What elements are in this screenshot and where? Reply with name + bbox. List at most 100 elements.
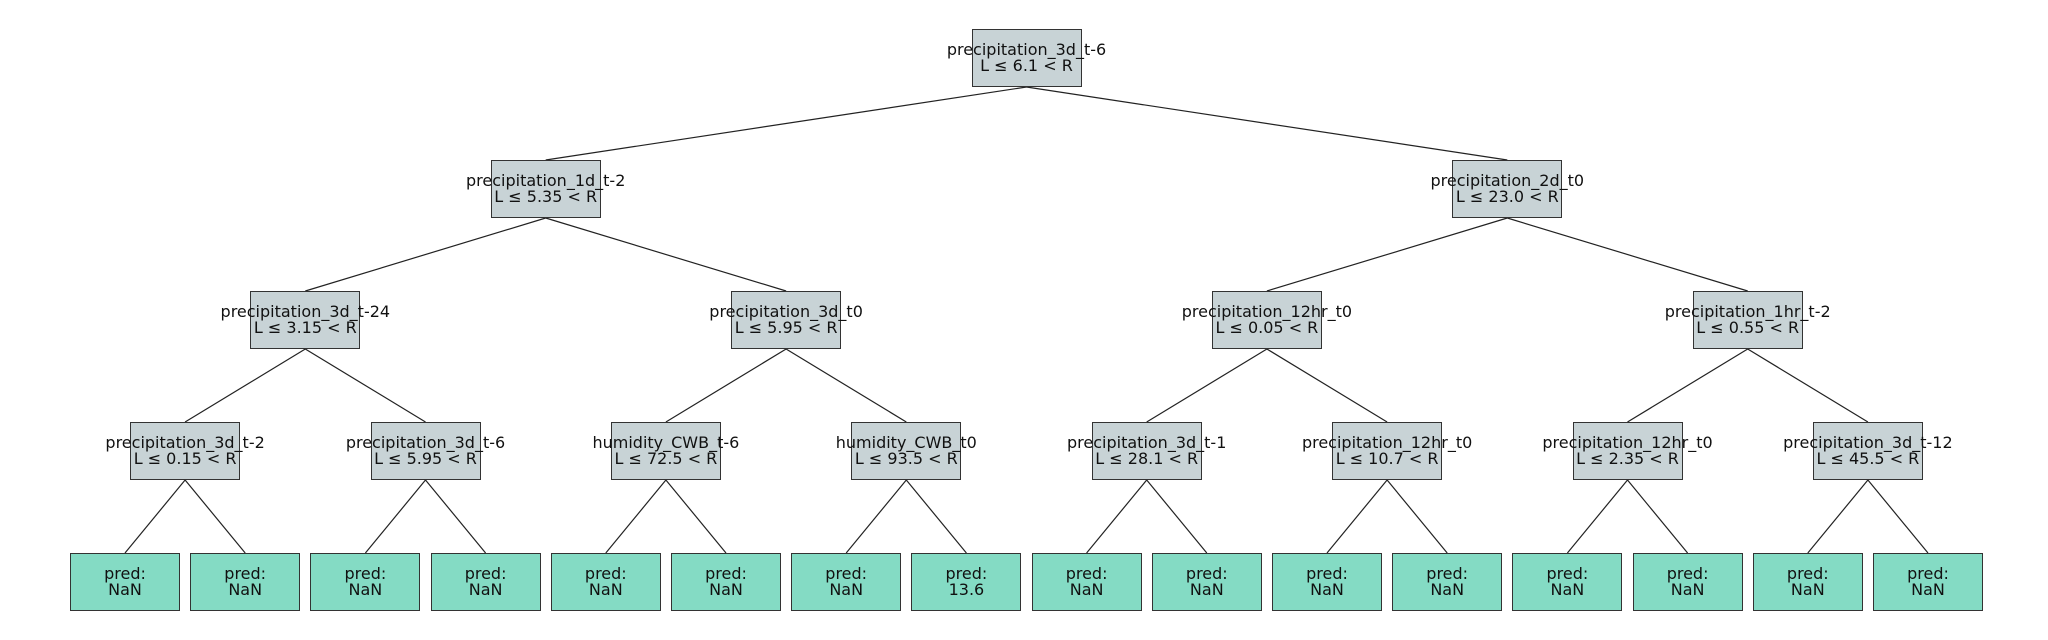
tree-edge — [665, 348, 787, 423]
split-rule-label: L ≤ 93.5 < R — [854, 449, 958, 468]
split-rule-label: L ≤ 45.5 < R — [1816, 449, 1920, 468]
split-feature-label: precipitation_3d_t-24 — [220, 302, 391, 321]
tree-edge — [425, 479, 487, 554]
split-feature-label: precipitation_12hr_t0 — [1542, 433, 1713, 452]
split-rule-label: L ≤ 5.95 < R — [374, 449, 477, 468]
tree-edge — [1807, 479, 1869, 554]
leaf-pred-value: NaN — [829, 580, 864, 599]
leaf-pred-value: NaN — [228, 580, 263, 599]
split-feature-label: precipitation_3d_t-6 — [345, 433, 506, 452]
tree-edge — [1747, 348, 1869, 423]
tree-edge — [1086, 479, 1148, 554]
leaf-pred-label: pred: — [1786, 564, 1829, 583]
tree-edge — [1326, 479, 1388, 554]
tree-edge — [184, 348, 306, 423]
split-feature-label: precipitation_12hr_t0 — [1301, 433, 1473, 452]
tree-edge — [1867, 479, 1929, 554]
split-rule-label: L ≤ 0.05 < R — [1215, 318, 1319, 337]
tree-edge — [545, 217, 787, 292]
leaf-pred-label: pred: — [464, 564, 507, 583]
split-rule-label: L ≤ 72.5 < R — [614, 449, 718, 468]
tree-edge — [184, 479, 246, 554]
split-feature-label: humidity_CWB_t-6 — [592, 433, 740, 452]
leaf-pred-value: NaN — [1550, 580, 1585, 599]
split-rule-label: L ≤ 5.35 < R — [494, 187, 598, 206]
leaf-pred-label: pred: — [1306, 564, 1348, 583]
tree-edge — [1146, 479, 1208, 554]
leaf-pred-label: pred: — [1907, 564, 1949, 583]
split-feature-label: precipitation_1d_t-2 — [466, 171, 626, 190]
leaf-pred-value: NaN — [1430, 580, 1465, 599]
split-feature-label: precipitation_3d_t-6 — [946, 40, 1107, 59]
leaf-pred-value: NaN — [1670, 580, 1705, 599]
tree-edge — [545, 86, 1027, 161]
leaf-pred-value: NaN — [709, 580, 743, 599]
leaf-pred-value: NaN — [1310, 580, 1344, 599]
tree-edge — [124, 479, 186, 554]
leaf-pred-label: pred: — [825, 564, 868, 583]
leaf-pred-label: pred: — [344, 564, 387, 583]
tree-edge — [1507, 217, 1748, 292]
split-feature-label: precipitation_3d_t-12 — [1783, 433, 1953, 452]
split-rule-label: L ≤ 10.7 < R — [1335, 449, 1439, 468]
tree-edge — [1386, 479, 1448, 554]
tree-edge — [905, 479, 967, 554]
split-feature-label: precipitation_3d_t0 — [709, 302, 863, 321]
tree-edge — [1146, 348, 1268, 423]
leaf-pred-label: pred: — [705, 564, 747, 583]
split-rule-label: L ≤ 0.15 < R — [133, 449, 237, 468]
leaf-pred-label: pred: — [224, 564, 267, 583]
tree-edge — [1026, 86, 1508, 161]
leaf-node: pred:NaN — [1151, 553, 1262, 611]
leaf-node: pred:NaN — [1752, 553, 1863, 611]
split-feature-label: precipitation_3d_t-1 — [1067, 433, 1227, 452]
tree-edge — [304, 348, 426, 423]
split-feature-label: humidity_CWB_t0 — [835, 433, 977, 452]
split-rule-label: L ≤ 0.55 < R — [1696, 318, 1800, 337]
tree-edge — [665, 479, 727, 554]
leaf-pred-label: pred: — [1065, 564, 1108, 583]
leaf-pred-label: pred: — [104, 564, 146, 583]
tree-edge — [1266, 348, 1388, 423]
leaf-pred-value: 13.6 — [948, 580, 985, 599]
leaf-node: pred:13.6 — [911, 553, 1022, 611]
split-feature-label: precipitation_1hr_t-2 — [1664, 302, 1831, 321]
split-feature-label: precipitation_2d_t0 — [1430, 171, 1585, 190]
tree-edge — [305, 217, 546, 292]
tree-edge — [1627, 348, 1749, 423]
leaf-pred-label: pred: — [1666, 564, 1709, 583]
leaf-pred-value: NaN — [468, 580, 503, 599]
split-feature-label: precipitation_12hr_t0 — [1181, 302, 1353, 321]
leaf-pred-label: pred: — [1185, 564, 1228, 583]
tree-edge — [845, 479, 907, 554]
leaf-node: pred:NaN — [310, 553, 421, 611]
leaf-node: pred:NaN — [1392, 553, 1503, 611]
leaf-node: pred:NaN — [1873, 553, 1983, 611]
leaf-pred-value: NaN — [1790, 580, 1825, 599]
split-rule-label: L ≤ 23.0 < R — [1455, 187, 1559, 206]
leaf-pred-value: NaN — [108, 580, 142, 599]
tree-edge — [1627, 479, 1689, 554]
leaf-pred-label: pred: — [1426, 564, 1469, 583]
leaf-pred-value: NaN — [1189, 580, 1224, 599]
leaf-node: pred:NaN — [70, 553, 180, 611]
leaf-pred-label: pred: — [945, 564, 988, 583]
split-rule-label: L ≤ 2.35 < R — [1576, 449, 1679, 468]
tree-edge — [364, 479, 426, 554]
split-rule-label: L ≤ 28.1 < R — [1095, 449, 1199, 468]
tree-edge — [1266, 217, 1508, 292]
leaf-node: pred:NaN — [671, 553, 781, 611]
leaf-node: pred:NaN — [190, 553, 301, 611]
leaf-node: pred:NaN — [791, 553, 902, 611]
